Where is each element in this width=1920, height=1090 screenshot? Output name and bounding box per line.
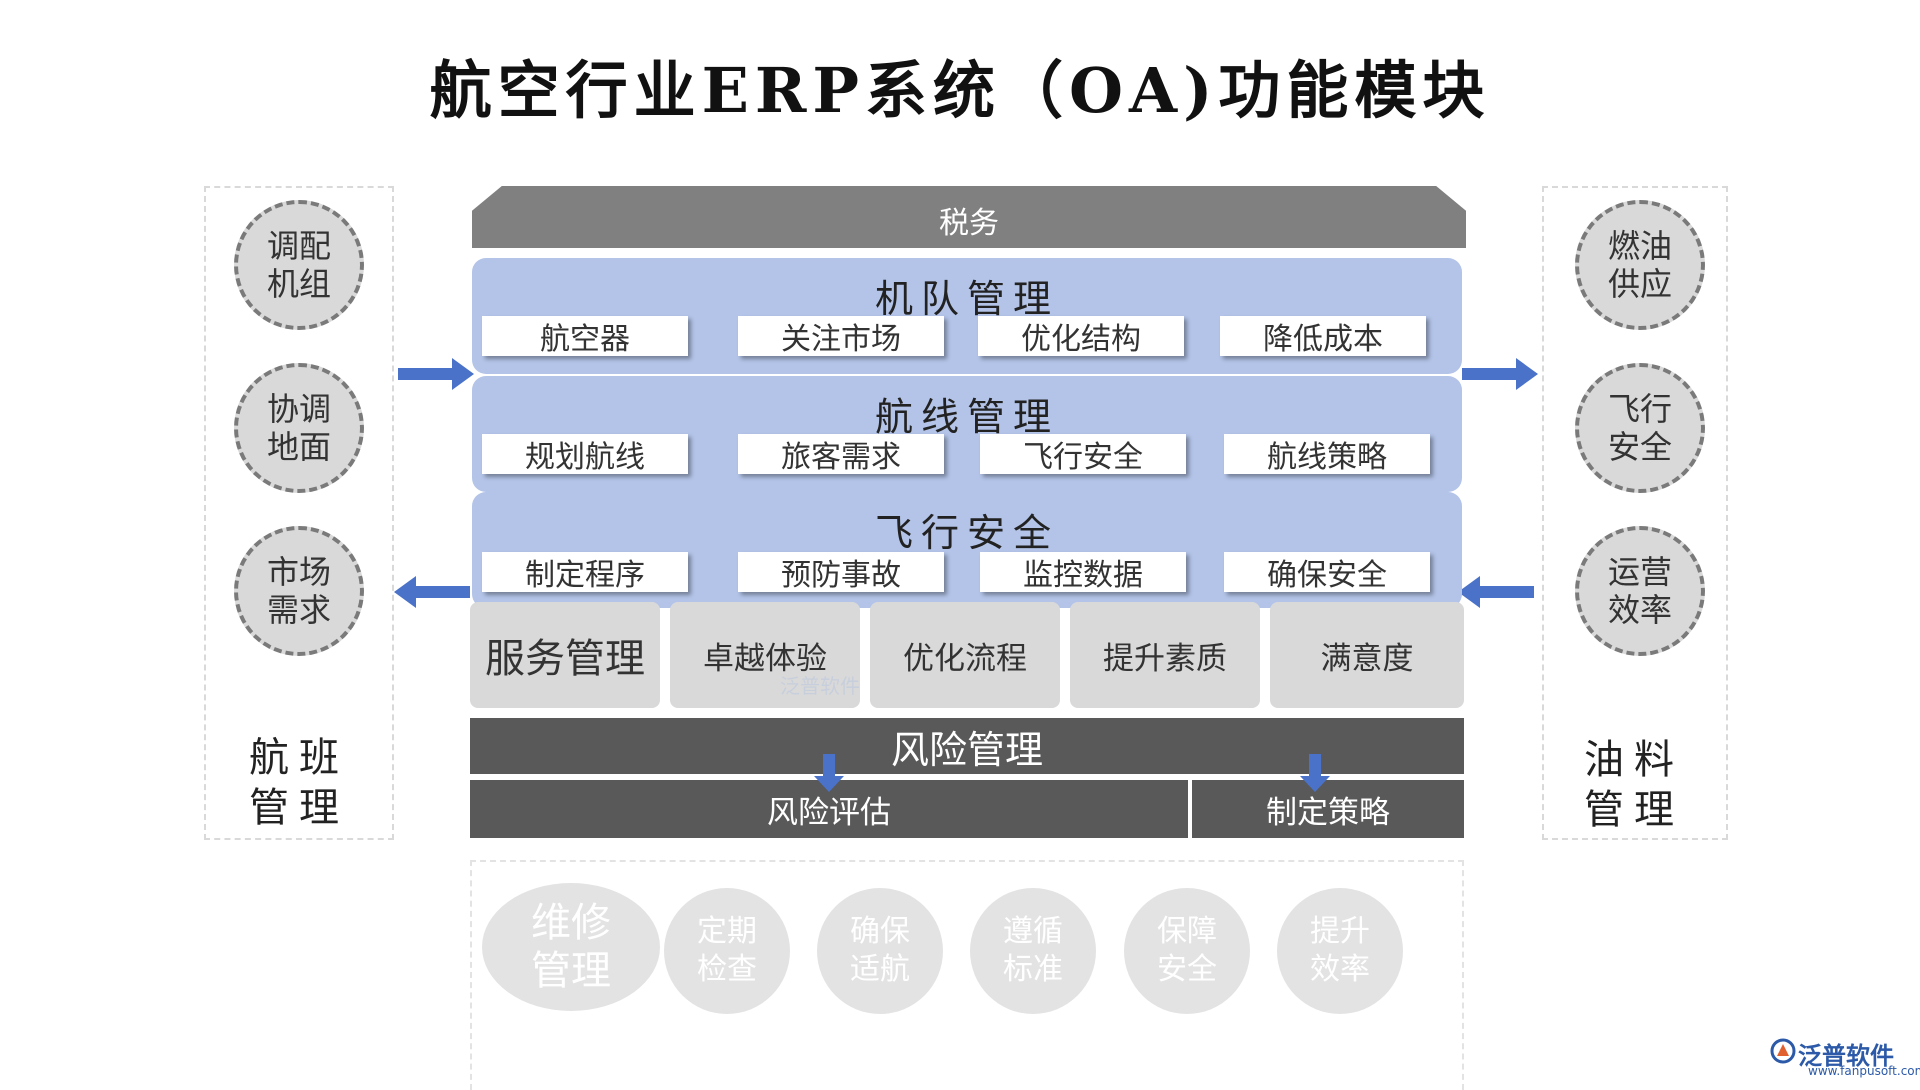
chip: 航线策略 bbox=[1224, 434, 1430, 475]
maintenance-item-circle: 定期检查 bbox=[664, 888, 790, 1014]
left-panel-label: 航班管理 bbox=[249, 735, 349, 831]
chip: 制定程序 bbox=[482, 552, 688, 593]
band-flight-safety: 飞行安全 制定程序 预防事故 监控数据 确保安全 bbox=[472, 492, 1462, 608]
chip: 旅客需求 bbox=[738, 434, 944, 475]
chip: 降低成本 bbox=[1220, 316, 1426, 357]
chip: 优化结构 bbox=[978, 316, 1184, 357]
service-item: 优化流程 bbox=[870, 602, 1060, 708]
page-title: 航空行业ERP系统（OA)功能模块 bbox=[429, 54, 1491, 127]
maintenance-title-circle: 维修管理 bbox=[482, 883, 660, 1011]
right-panel bbox=[1542, 186, 1728, 840]
maintenance-item-circle: 提升效率 bbox=[1277, 888, 1403, 1014]
tax-bar: 税务 bbox=[472, 186, 1466, 248]
right-panel-label: 油料管理 bbox=[1584, 737, 1684, 833]
right-circle-3: 运营效率 bbox=[1575, 526, 1705, 656]
left-circle-1: 调配机组 bbox=[234, 200, 364, 330]
chip: 航空器 bbox=[482, 316, 688, 357]
logo-icon bbox=[1770, 1038, 1796, 1064]
maintenance-panel bbox=[470, 860, 1464, 1090]
chip: 确保安全 bbox=[1224, 552, 1430, 593]
arrow-right-out-icon bbox=[1462, 358, 1538, 390]
maintenance-item-circle: 保障安全 bbox=[1124, 888, 1250, 1014]
band-title: 航线管理 bbox=[874, 395, 1059, 439]
maintenance-item-circle: 遵循标准 bbox=[970, 888, 1096, 1014]
left-circle-3: 市场需求 bbox=[234, 526, 364, 656]
arrow-left-in-icon bbox=[1458, 576, 1534, 608]
arrow-left-out-icon bbox=[394, 576, 470, 608]
arrow-down-icon bbox=[814, 754, 844, 792]
logo-url: www.fanpusoft.com bbox=[1808, 1064, 1920, 1078]
service-management-title: 服务管理 bbox=[470, 602, 660, 708]
maintenance-item-circle: 确保适航 bbox=[817, 888, 943, 1014]
service-item: 提升素质 bbox=[1070, 602, 1260, 708]
risk-management-bar: 风险管理 bbox=[470, 718, 1464, 774]
band-title: 机队管理 bbox=[874, 277, 1059, 321]
chip: 关注市场 bbox=[738, 316, 944, 357]
right-circle-1: 燃油供应 bbox=[1575, 200, 1705, 330]
service-item: 卓越体验 bbox=[670, 602, 860, 708]
service-item: 满意度 bbox=[1270, 602, 1464, 708]
chip: 监控数据 bbox=[980, 552, 1186, 593]
chip: 预防事故 bbox=[738, 552, 944, 593]
logo-text: 泛普软件 bbox=[1798, 1042, 1894, 1070]
left-circle-2: 协调地面 bbox=[234, 363, 364, 493]
band-title: 飞行安全 bbox=[874, 511, 1059, 555]
right-circle-2: 飞行安全 bbox=[1575, 363, 1705, 493]
band-route-management: 航线管理 规划航线 旅客需求 飞行安全 航线策略 bbox=[472, 376, 1462, 492]
left-panel bbox=[204, 186, 394, 840]
chip: 规划航线 bbox=[482, 434, 688, 475]
watermark: 泛普软件 bbox=[780, 674, 860, 698]
arrow-right-in-icon bbox=[398, 358, 474, 390]
arrow-down-icon bbox=[1300, 754, 1330, 792]
risk-strategy-bar: 制定策略 bbox=[1192, 780, 1464, 838]
band-fleet-management: 机队管理 航空器 关注市场 优化结构 降低成本 bbox=[472, 258, 1462, 374]
chip: 飞行安全 bbox=[980, 434, 1186, 475]
